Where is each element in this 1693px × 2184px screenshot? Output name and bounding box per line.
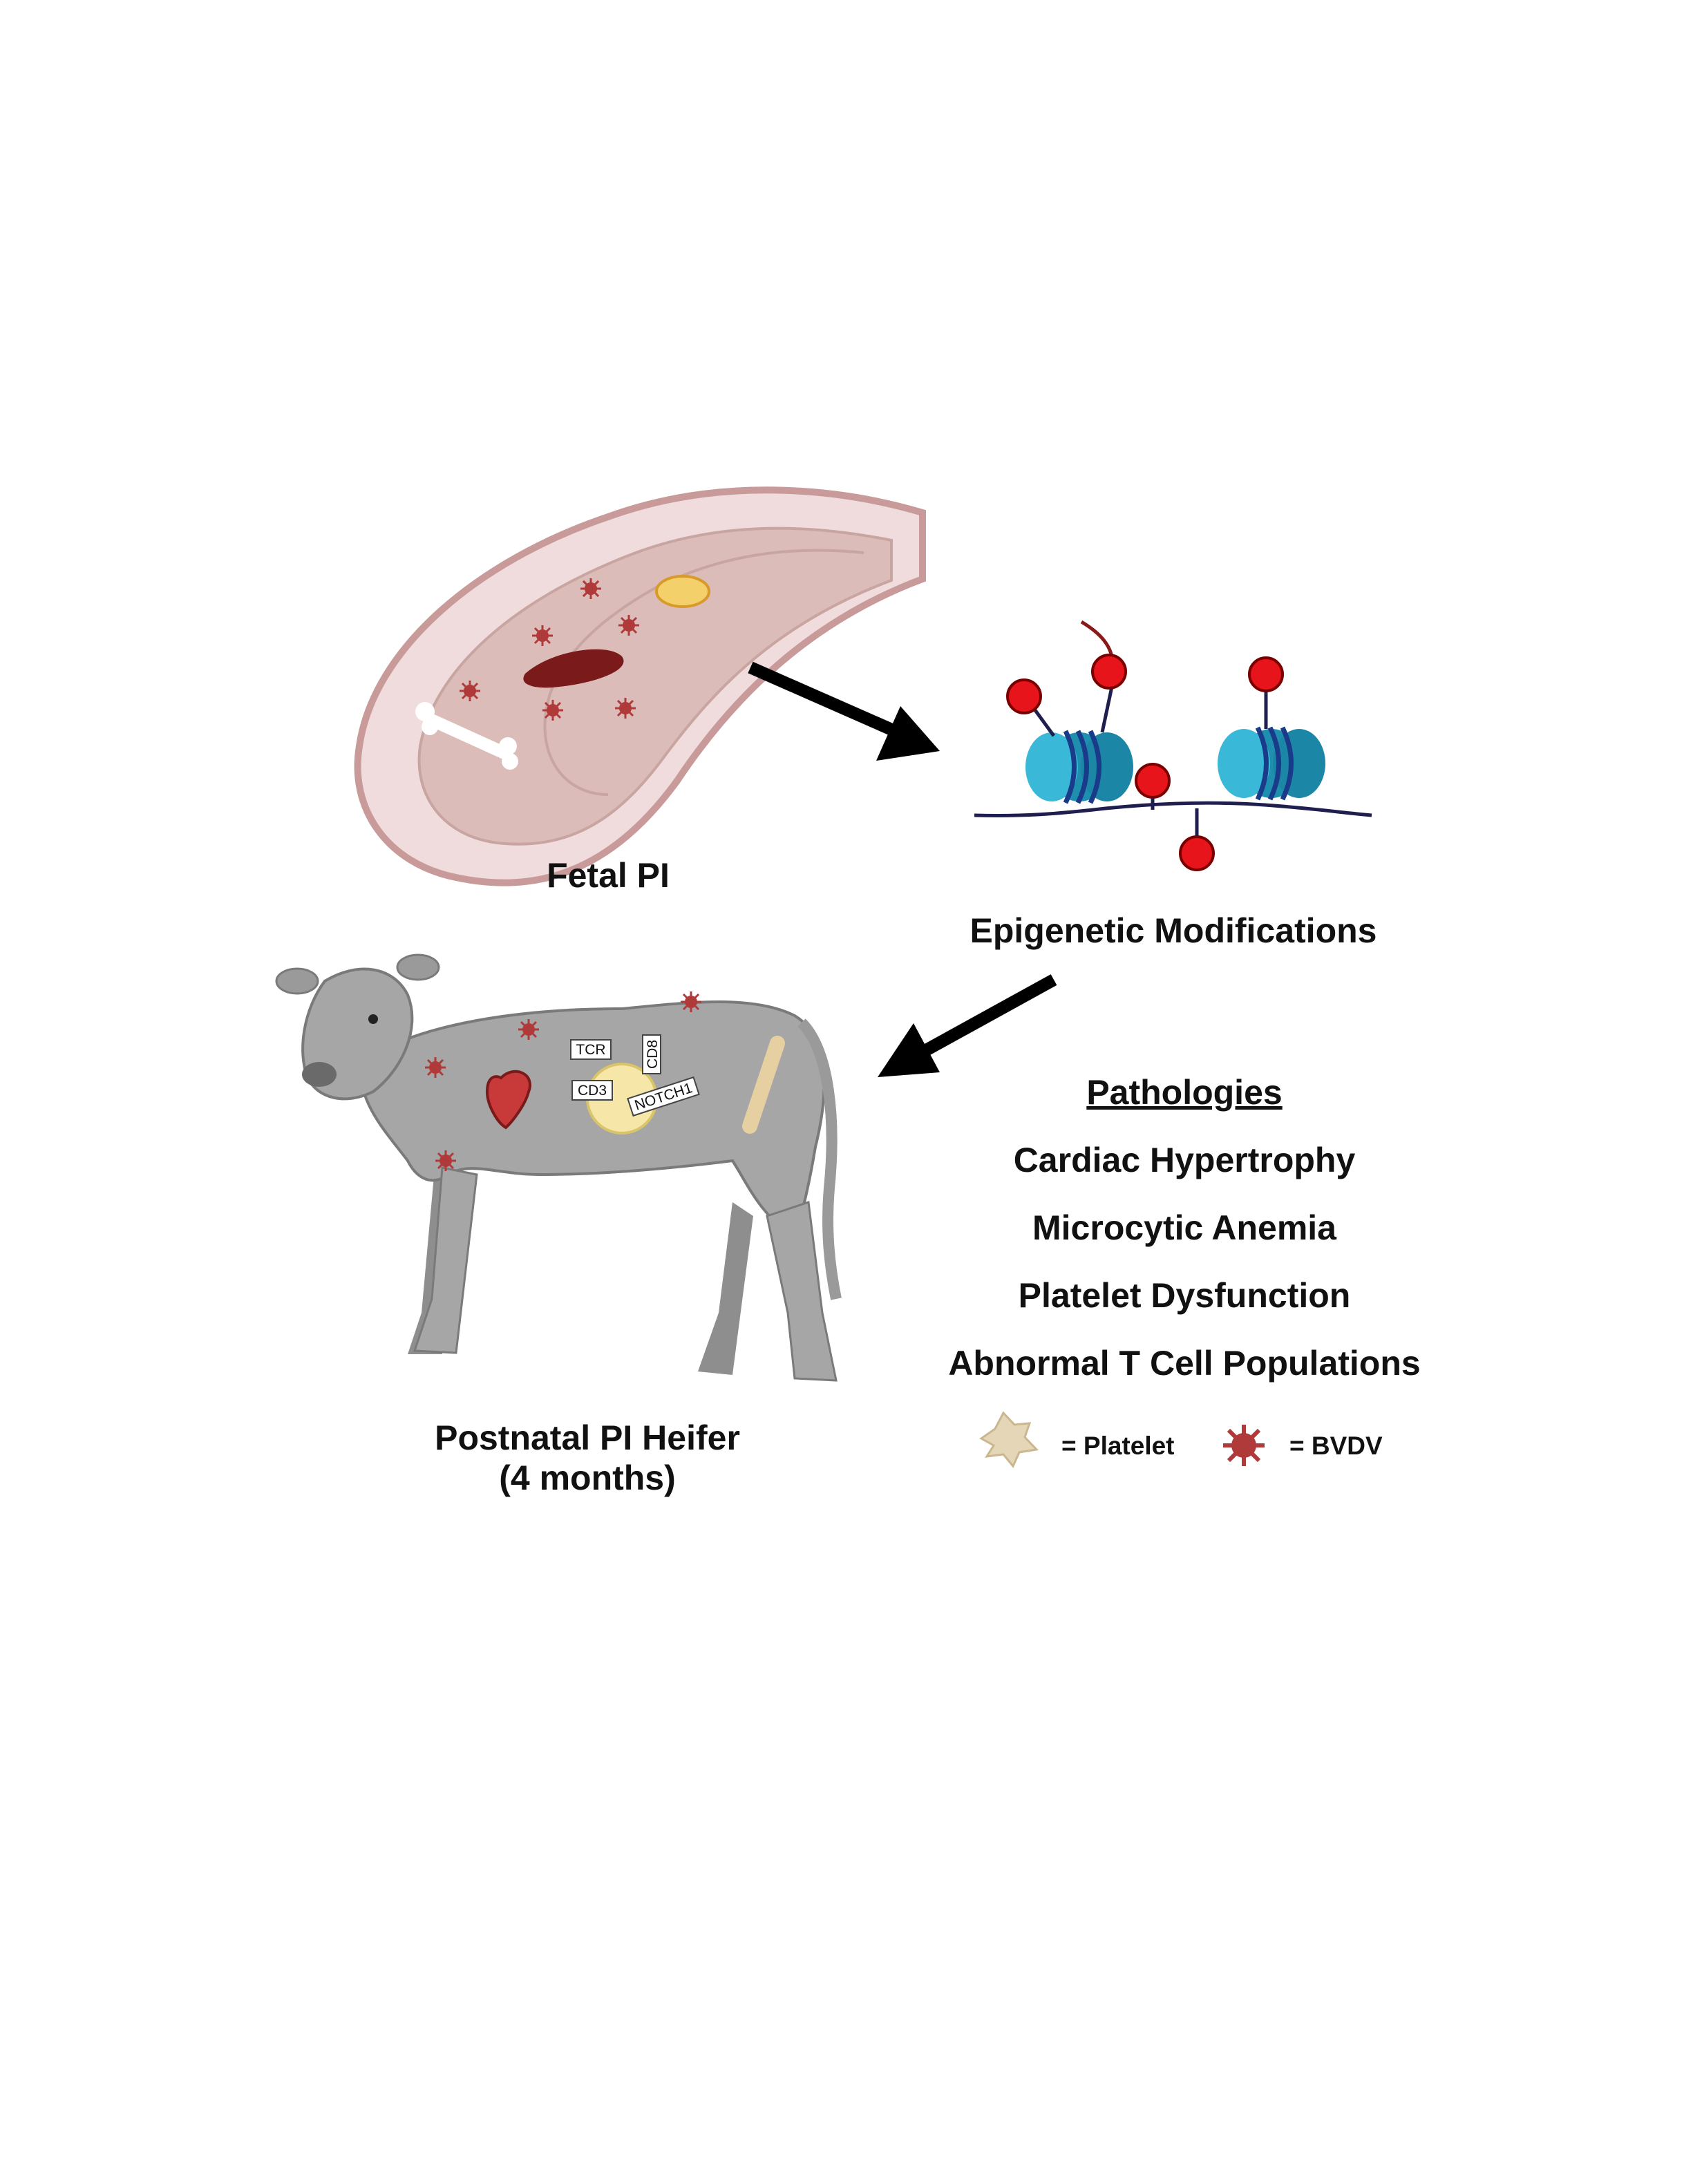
arrow-fetal-to-epigenetic [748,661,940,761]
postnatal-heifer-label: Postnatal PI Heifer (4 months) [435,1418,740,1498]
pathology-item: Abnormal T Cell Populations [948,1344,1421,1383]
tcr-label: TCR [576,1042,605,1058]
legend-platelet-text: = Platelet [1061,1432,1175,1460]
postnatal-heifer-line1: Postnatal PI Heifer [435,1418,740,1457]
postnatal-heifer-line2: (4 months) [499,1459,676,1497]
fetus-in-uterus-illustration [354,486,926,886]
pathology-item: Cardiac Hypertrophy [1013,1141,1356,1179]
platelet-icon [979,1411,1039,1468]
pathologies-heading: Pathologies [1086,1073,1283,1112]
fetal-pi-label: Fetal PI [547,856,670,895]
epigenetic-modifications-label: Epigenetic Modifications [970,911,1377,950]
bvdv-icon [1223,1425,1265,1466]
epigenetic-illustration [974,620,1372,871]
cd8-label: CD8 [645,1040,661,1069]
legend-bvdv-text: = BVDV [1289,1432,1383,1460]
bvdv-virion [579,577,603,600]
methyl-group [1006,678,1042,714]
pathology-item: Platelet Dysfunction [1018,1276,1351,1315]
arrow-epigenetic-to-pathologies [878,974,1057,1077]
calf-illustration [275,953,842,1382]
cd3-label: CD3 [578,1083,607,1099]
pathology-item: Microcytic Anemia [1032,1208,1336,1247]
